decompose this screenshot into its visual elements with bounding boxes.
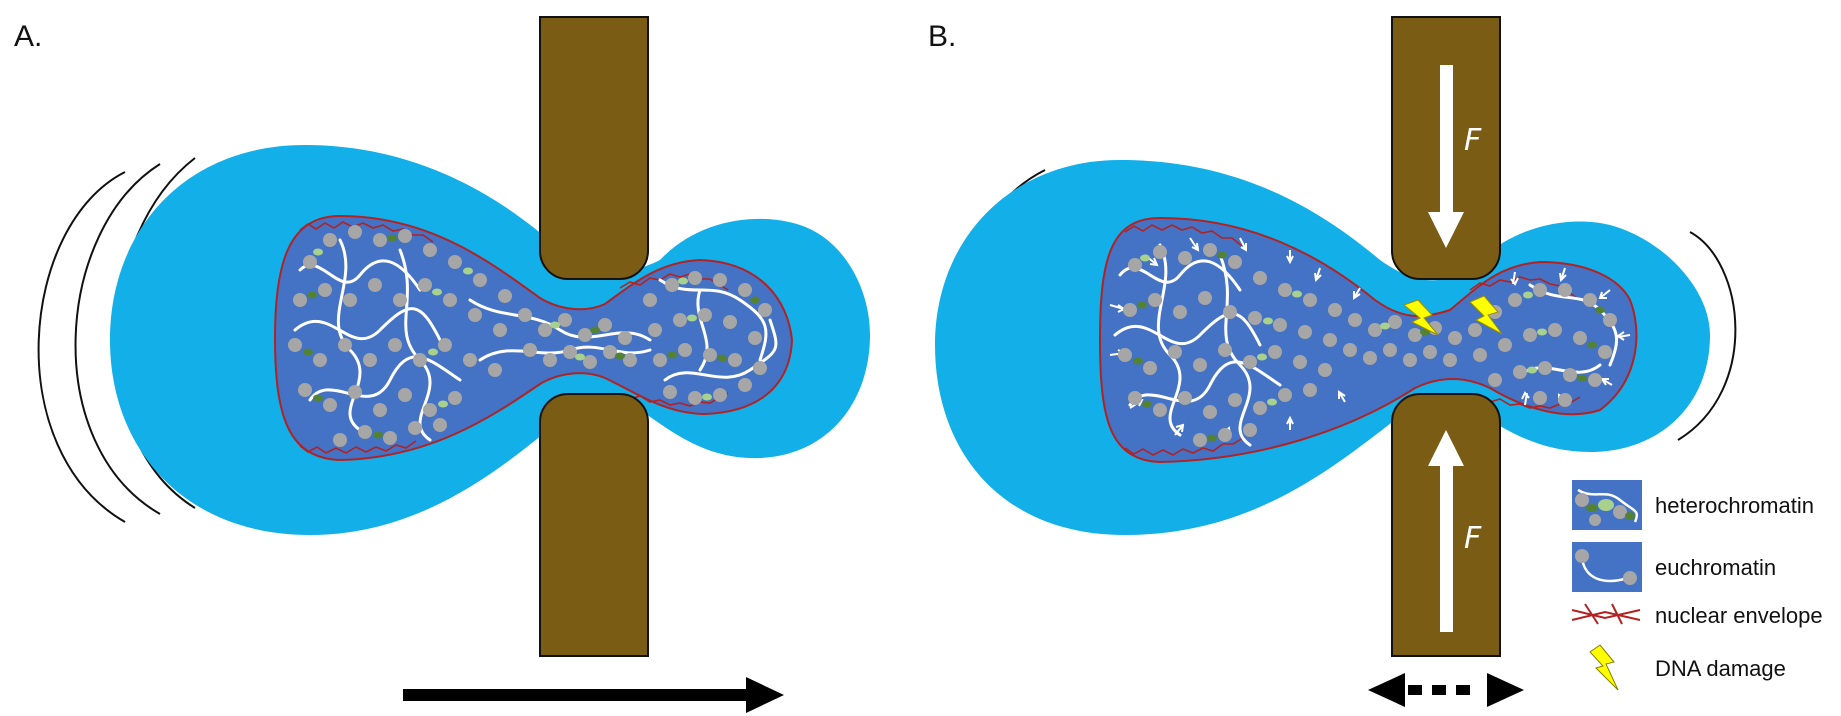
panel-a-label: A.	[14, 20, 42, 53]
migration-arrow-a	[403, 677, 784, 713]
heterochromatin-spots-a	[303, 234, 760, 439]
legend-heterochromatin-swatch	[1572, 480, 1642, 530]
oscillation-arrow-b	[1368, 673, 1524, 707]
euchromatin-beads-a	[288, 225, 772, 447]
legend-euchromatin-label: euchromatin	[1655, 555, 1776, 580]
legend-dna-damage-label: DNA damage	[1655, 656, 1786, 681]
force-arrow-up	[1428, 430, 1464, 632]
heterochromatin-spots-b	[1133, 251, 1605, 442]
panel-b: B.	[928, 16, 1737, 707]
motion-line-b-right	[1677, 231, 1737, 441]
euchromatin-beads-b	[1118, 243, 1617, 447]
force-label-top: F	[1464, 123, 1482, 158]
legend-nuclear-envelope-swatch	[1571, 603, 1641, 625]
panel-a: A.	[14, 16, 870, 713]
pillar-top-a-square	[540, 17, 648, 57]
dna-damage-bolt-1	[1402, 299, 1439, 336]
panel-b-label: B.	[928, 20, 956, 53]
legend-heterochromatin-label: heterochromatin	[1655, 493, 1814, 518]
nuclear-envelope-zigzag-a	[299, 221, 729, 454]
legend-dna-damage-swatch	[1589, 644, 1619, 691]
force-label-bottom: F	[1464, 521, 1482, 556]
legend-nuclear-envelope-label: nuclear envelope	[1655, 603, 1823, 628]
dna-damage-bolt-2	[1469, 295, 1503, 335]
force-arrow-down	[1428, 65, 1464, 248]
legend-euchromatin-swatch	[1572, 542, 1642, 592]
legend: heterochromatin euchromatin nuclear enve…	[1571, 480, 1823, 691]
